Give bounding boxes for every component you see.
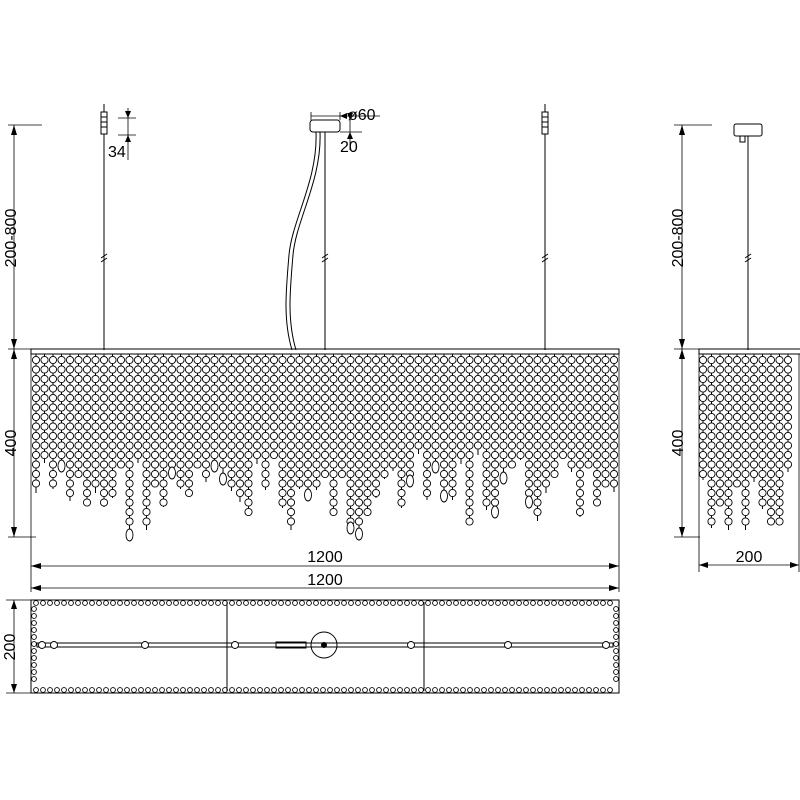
body-height-label: 400	[3, 430, 20, 457]
plan-bead-border	[31, 600, 619, 693]
plan-width-label: 200	[2, 634, 19, 661]
plan-view: 200	[2, 599, 620, 694]
suspension-wire-right	[541, 104, 549, 350]
front-view: 200-800 400 34	[3, 104, 620, 592]
body-length-label-upper: 1200	[307, 549, 343, 566]
crystal-strands-front	[31, 354, 619, 542]
side-width-label: 200	[736, 549, 763, 566]
crystal-strands-side	[698, 354, 793, 530]
ceiling-canopy	[285, 119, 341, 351]
plan-mount-points	[38, 641, 610, 649]
plan-canopy-circle	[310, 631, 338, 659]
suspension-height-label: 200-800	[3, 209, 20, 268]
side-view: 200-800 400 200	[670, 123, 800, 572]
body-length-label-lower: 1200	[307, 572, 343, 589]
side-body-height-label: 400	[670, 430, 687, 457]
suspension-wire-left	[100, 104, 108, 350]
ceiling-cup-diameter-label: ø60	[348, 107, 376, 124]
side-suspension-height-label: 200-800	[670, 209, 687, 268]
plan-frame	[30, 599, 620, 694]
ceiling-cup-height-label: 20	[340, 139, 358, 156]
wire-clip-height-label: 34	[108, 144, 126, 161]
side-ceiling-canopy	[733, 123, 763, 350]
